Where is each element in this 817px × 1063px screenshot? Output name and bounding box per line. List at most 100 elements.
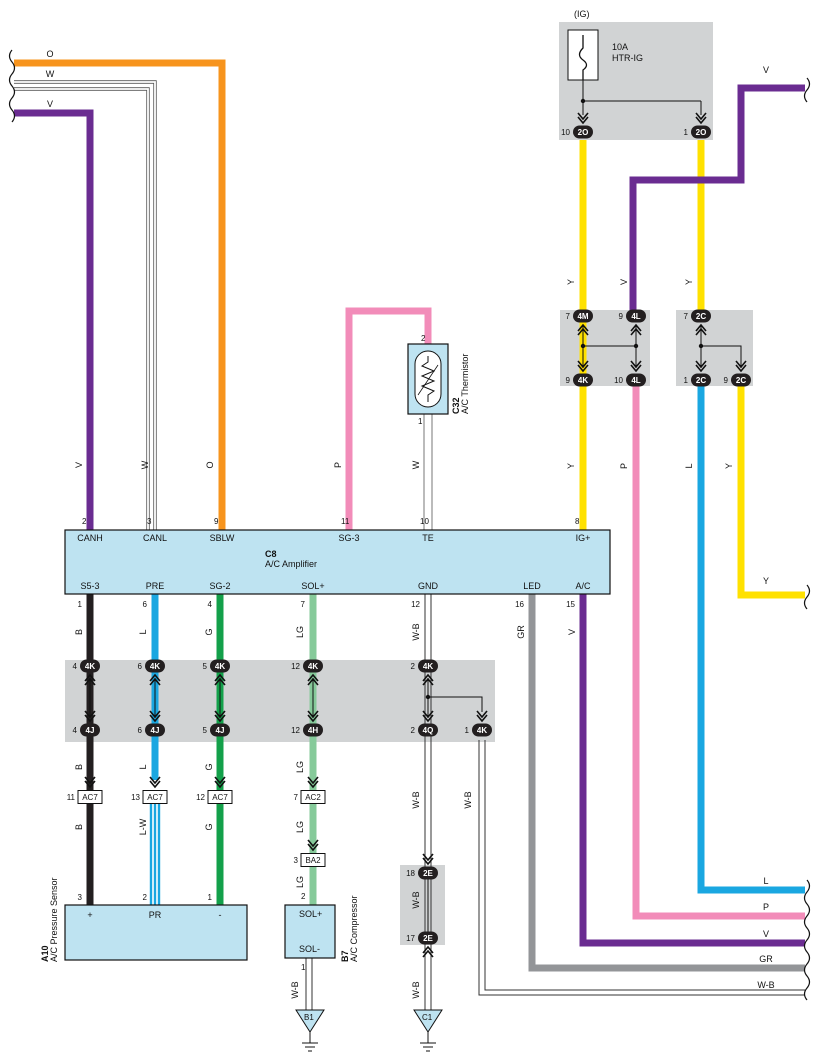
wire-label: V xyxy=(763,65,769,75)
connector-pin: 7 xyxy=(566,312,571,321)
amp-top-pin-num: 11 xyxy=(341,517,350,526)
connector-pin: 9 xyxy=(724,376,729,385)
wire-label: L xyxy=(763,876,768,886)
connector-4m: 4M7 xyxy=(566,309,593,336)
sensor-pin-num: 1 xyxy=(208,893,213,902)
connector-code: AC7 xyxy=(212,793,228,802)
wire-label: L xyxy=(138,764,148,769)
pressure-sensor-code: A10 xyxy=(40,945,50,962)
amp-top-pin-num: 8 xyxy=(575,517,580,526)
power-source-label: (IG) xyxy=(574,9,590,19)
wire-v-ac xyxy=(579,570,805,947)
wire-label: B xyxy=(74,824,84,830)
connector-pin: 9 xyxy=(566,376,571,385)
connector-4j: 4J4 xyxy=(73,710,100,737)
wire-label: W-B xyxy=(290,981,300,998)
wire-label: O xyxy=(46,49,53,59)
thermistor-code: C32 xyxy=(451,397,461,414)
connector-code: 4H xyxy=(308,726,318,735)
sensor-pin-num: 3 xyxy=(78,893,83,902)
thermistor-pin-top: 2 xyxy=(421,334,426,343)
wire-label: W-B xyxy=(411,623,421,640)
connector-pin: 6 xyxy=(138,726,143,735)
connector-pin: 2 xyxy=(411,662,416,671)
amp-bottom-pin-name: PRE xyxy=(146,581,165,591)
fuse-name: HTR-IG xyxy=(612,53,643,63)
wire-label: B xyxy=(74,764,84,770)
wire-label: LG xyxy=(295,761,305,773)
connector-4k: 4K 2 xyxy=(411,659,438,686)
connector-pin: 3 xyxy=(294,856,299,865)
amp-top-pin-name: CANH xyxy=(77,533,103,543)
wire-label: G xyxy=(204,628,214,635)
connector-pin: 11 xyxy=(67,793,76,802)
compressor-name: A/C Compressor xyxy=(349,895,359,962)
amp-top-pin-num: 2 xyxy=(82,517,87,526)
wire-label: LG xyxy=(295,876,305,888)
wire-l-right xyxy=(697,386,805,894)
ground-b1-label: B1 xyxy=(304,1013,314,1022)
sensor-pin-name: + xyxy=(87,910,92,920)
connector-code: 4K xyxy=(477,726,487,735)
wire-label: V xyxy=(47,99,53,109)
connector-pin: 18 xyxy=(406,869,415,878)
connector-2e: 2E 18 xyxy=(406,853,438,880)
connector-pin: 10 xyxy=(614,376,623,385)
wire-label: Y xyxy=(566,279,576,285)
sensor-pin-name: - xyxy=(219,910,222,920)
wire-label: L-W xyxy=(138,818,148,835)
connector-4k: 4K 9 xyxy=(566,360,593,387)
amp-top-pin-name: SG-3 xyxy=(338,533,359,543)
wire-p-right xyxy=(632,386,805,920)
wire-label: W-B xyxy=(411,981,421,998)
connector-4l: 4L 10 xyxy=(614,360,646,387)
amp-bottom-pin-num: 4 xyxy=(208,600,213,609)
connector-pin: 1 xyxy=(684,376,689,385)
connector-4j: 4J5 xyxy=(203,710,230,737)
amp-bottom-pin-num: 12 xyxy=(411,600,420,609)
connector-code: 2C xyxy=(736,376,746,385)
connector-code: AC2 xyxy=(305,793,321,802)
wire-label: P xyxy=(619,463,629,469)
wire-label: W-B xyxy=(411,791,421,808)
amp-bottom-pin-name: A/C xyxy=(575,581,591,591)
pressure-sensor-name: A/C Pressure Sensor xyxy=(49,877,59,962)
wire-label: O xyxy=(205,461,215,468)
connector-pin: 10 xyxy=(561,128,570,137)
wire-label: W-B xyxy=(757,980,774,990)
connector-code: 4K xyxy=(423,662,433,671)
wire-label: GR xyxy=(759,954,773,964)
connector-code: BA2 xyxy=(305,856,321,865)
wire-label: W xyxy=(140,460,150,469)
compressor-pin-top-num: 2 xyxy=(301,892,306,901)
wire-label: Y xyxy=(684,279,694,285)
connector-code: 4L xyxy=(631,376,640,385)
thermistor-name: A/C Thermistor xyxy=(460,354,470,414)
wire-label: V xyxy=(567,629,577,635)
connector-code: AC7 xyxy=(82,793,98,802)
wire-label: Y xyxy=(566,463,576,469)
connector-4k: 4K5 xyxy=(203,659,230,686)
connector-4l: 4L9 xyxy=(619,309,646,336)
wire-label: V xyxy=(763,929,769,939)
connector-4k: 4K6 xyxy=(138,659,165,686)
amp-top-pin-name: TE xyxy=(422,533,434,543)
amp-top-pin-num: 9 xyxy=(214,517,219,526)
connector-2o: 2O1 xyxy=(684,112,711,139)
compressor-pin-bottom-num: 1 xyxy=(301,963,306,972)
amp-bottom-pin-name: SOL+ xyxy=(301,581,324,591)
connector-code: 4K xyxy=(85,662,95,671)
connector-pin: 17 xyxy=(406,934,415,943)
sensor-pin-name: PR xyxy=(149,910,162,920)
connector-2c: 2C1 xyxy=(684,360,711,387)
connector-code: 2E xyxy=(423,869,433,878)
connector-code: 4K xyxy=(578,376,588,385)
wire-label: W-B xyxy=(411,891,421,908)
amplifier-box xyxy=(64,529,611,595)
wire-y-right xyxy=(737,386,805,599)
connector-pin: 1 xyxy=(684,128,689,137)
